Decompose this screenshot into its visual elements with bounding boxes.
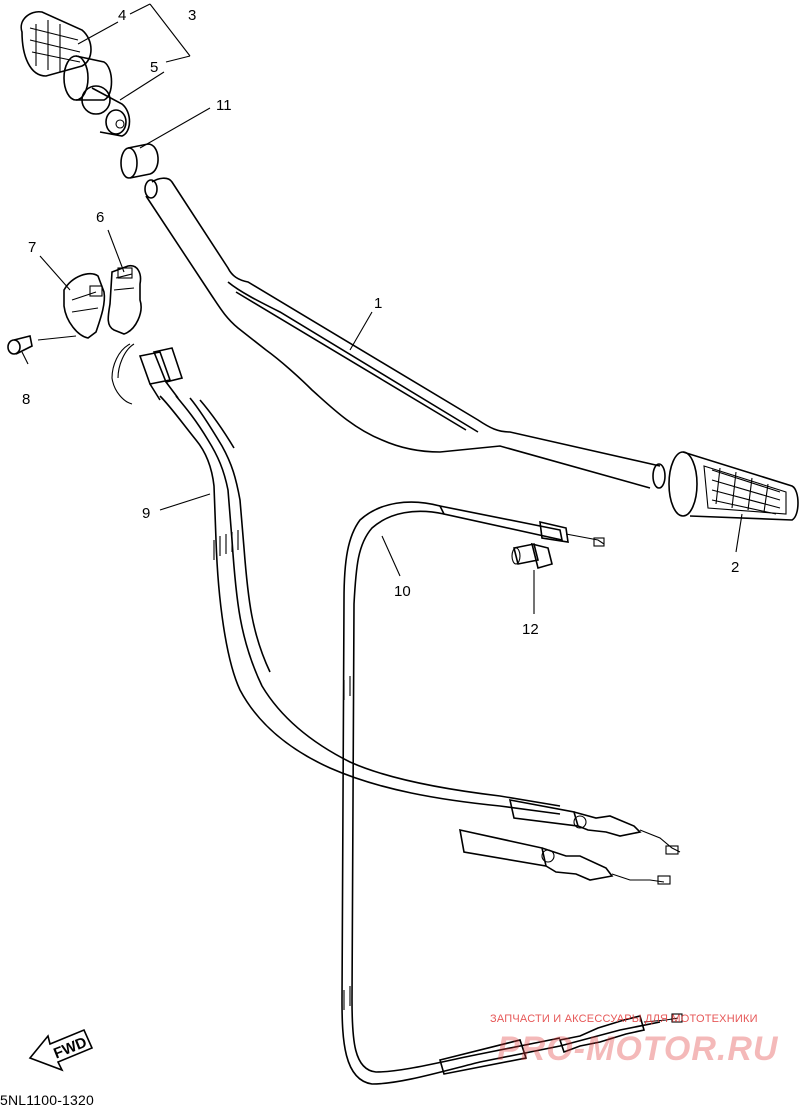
callout-5: 5 bbox=[150, 59, 158, 76]
callout-9: 9 bbox=[142, 505, 150, 522]
collar bbox=[120, 143, 159, 179]
callout-11: 11 bbox=[216, 97, 232, 114]
cable-adjuster bbox=[511, 542, 553, 569]
callout-2: 2 bbox=[731, 559, 739, 576]
right-grip bbox=[668, 451, 799, 521]
watermark-logo: PRO-MOTOR.RU bbox=[497, 1030, 779, 1068]
watermark-text: ЗАПЧАСТИ И АКСЕССУАРЫ ДЛЯ МОТОТЕХНИКИ bbox=[490, 1013, 758, 1025]
callout-6: 6 bbox=[96, 209, 104, 226]
callout-labels: 1 2 3 4 5 6 7 8 9 10 11 12 bbox=[22, 7, 739, 638]
callout-8: 8 bbox=[22, 391, 30, 408]
callout-7: 7 bbox=[28, 239, 36, 256]
callout-4: 4 bbox=[118, 7, 126, 24]
throttle-housing bbox=[63, 264, 142, 339]
screw bbox=[7, 335, 33, 355]
callout-3: 3 bbox=[188, 7, 196, 24]
callout-12: 12 bbox=[522, 621, 539, 638]
left-throttle-grip bbox=[20, 10, 131, 137]
callout-1: 1 bbox=[374, 295, 382, 312]
fwd-label: FWD bbox=[51, 1034, 89, 1063]
part-code: 5NL1100-1320 bbox=[0, 1092, 94, 1108]
leader-lines bbox=[21, 3, 743, 614]
callout-10: 10 bbox=[394, 583, 411, 600]
handlebar bbox=[144, 177, 666, 489]
fwd-arrow-icon: FWD bbox=[28, 1028, 94, 1072]
clutch-cable bbox=[341, 501, 683, 1085]
throttle-cables bbox=[111, 343, 681, 885]
